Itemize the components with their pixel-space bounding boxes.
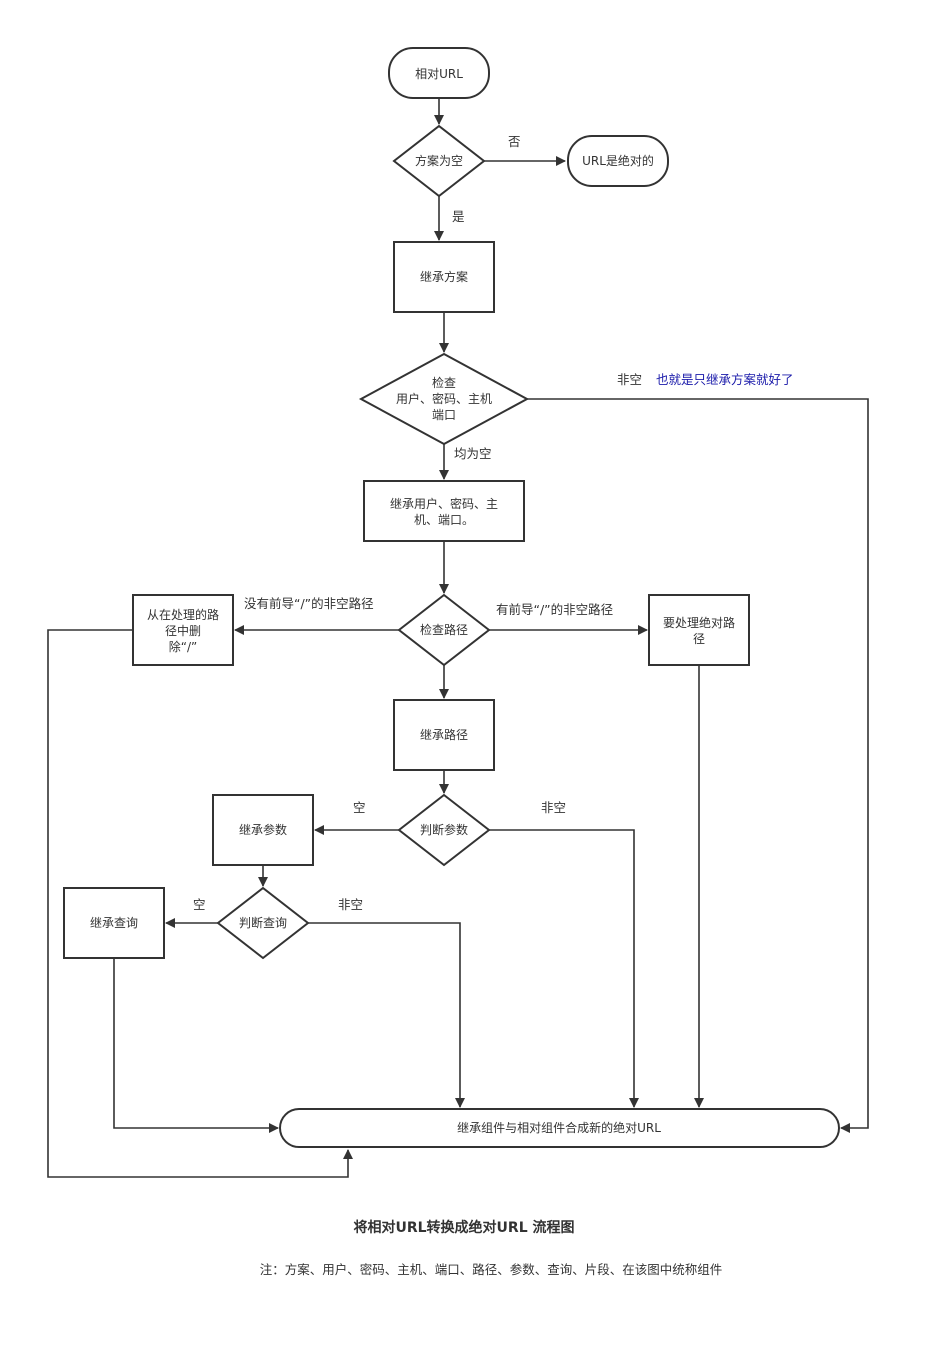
node-scheme-empty-label: 方案为空 <box>415 153 463 168</box>
node-inherit-query-label: 继承查询 <box>90 916 138 930</box>
edge-label-query-not-empty: 非空 <box>338 897 363 912</box>
node-check-userinfo-line-3: 端口 <box>432 408 456 422</box>
node-check-path: 检查路径 <box>397 593 491 667</box>
node-absolute-path-line-2: 径 <box>693 632 705 646</box>
diagram-title: 将相对URL转换成绝对URL 流程图 <box>353 1219 574 1236</box>
edge-label-all-empty: 均为空 <box>454 446 492 461</box>
node-inherit-scheme-label: 继承方案 <box>420 269 468 284</box>
edge-label-no: 否 <box>508 134 521 149</box>
edge-label-params-not-empty: 非空 <box>541 800 566 815</box>
node-check-path-label: 检查路径 <box>420 622 468 637</box>
edge-label-leading-slash: 有前导“/”的非空路径 <box>496 602 613 617</box>
edge-query-not-empty <box>308 922 465 1108</box>
node-inherit-path: 继承路径 <box>393 699 495 771</box>
node-remove-from-path: 从在处理的路 径中删 除“/” <box>132 594 234 666</box>
edge-note-inherit-scheme-only: 也就是只继承方案就好了 <box>656 372 794 387</box>
node-scheme-empty: 方案为空 <box>392 124 486 198</box>
node-inherit-params-label: 继承参数 <box>239 822 287 837</box>
node-check-params-label: 判断参数 <box>420 822 468 837</box>
node-start-label: 相对URL <box>415 67 463 81</box>
node-combine: 继承组件与相对组件合成新的绝对URL <box>279 1108 840 1148</box>
node-combine-label: 继承组件与相对组件合成新的绝对URL <box>457 1120 661 1135</box>
edge-label-params-empty: 空 <box>353 800 366 815</box>
node-inherit-query: 继承查询 <box>63 887 165 959</box>
edges <box>47 99 869 1178</box>
node-inherit-userinfo-line-2: 机、端口。 <box>414 513 474 527</box>
node-check-params: 判断参数 <box>397 793 491 867</box>
edge-label-no-leading-slash: 没有前导“/”的非空路径 <box>244 596 374 611</box>
node-remove-from-path-line-1: 从在处理的路 <box>147 607 219 622</box>
node-remove-from-path-line-2: 径中删 <box>165 623 201 638</box>
edge-remove-to-combine <box>47 629 353 1178</box>
node-check-userinfo-line-2: 用户、密码、主机 <box>396 391 492 406</box>
edge-label-yes: 是 <box>452 209 465 224</box>
node-check-userinfo-line-1: 检查 <box>432 375 456 390</box>
edge-check-userinfo-not-empty <box>527 398 869 1133</box>
node-inherit-scheme: 继承方案 <box>393 241 495 313</box>
node-inherit-params: 继承参数 <box>212 794 314 866</box>
node-start: 相对URL <box>388 47 490 99</box>
node-check-query: 判断查询 <box>216 886 310 960</box>
edge-label-query-empty: 空 <box>193 897 206 912</box>
node-inherit-path-label: 继承路径 <box>420 727 468 742</box>
node-check-userinfo: 检查 用户、密码、主机 端口 <box>358 352 530 446</box>
node-inherit-userinfo: 继承用户、密码、主 机、端口。 <box>363 480 525 542</box>
node-inherit-userinfo-line-1: 继承用户、密码、主 <box>390 496 498 511</box>
node-absolute-path-line-1: 要处理绝对路 <box>663 615 735 630</box>
node-remove-from-path-line-3: 除“/” <box>169 639 197 654</box>
node-url-absolute-label: URL是绝对的 <box>582 153 654 168</box>
diagram-footnote: 注：方案、用户、密码、主机、端口、路径、参数、查询、片段、在该图中统称组件 <box>260 1262 723 1277</box>
edge-label-not-empty-userinfo: 非空 <box>617 372 642 387</box>
node-absolute-path: 要处理绝对路 径 <box>648 594 750 666</box>
edge-labels: 否 是 非空 也就是只继承方案就好了 均为空 没有前导“/”的非空路径 有前导“… <box>193 134 794 912</box>
edge-inherit-query-to-combine <box>113 958 279 1133</box>
node-check-query-label: 判断查询 <box>239 915 287 930</box>
edge-params-not-empty <box>489 829 639 1108</box>
node-url-absolute: URL是绝对的 <box>567 135 669 187</box>
